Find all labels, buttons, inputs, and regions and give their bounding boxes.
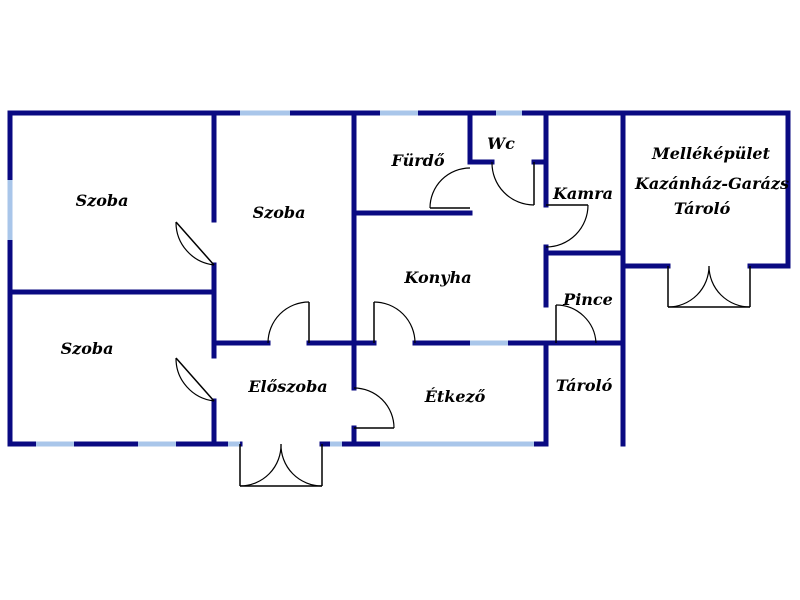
- room-labels: Szoba Szoba Szoba Fürdő Wc Kamra Konyha …: [61, 134, 789, 406]
- door-szoba1: [175, 221, 215, 266]
- door-konyha: [373, 301, 416, 344]
- doors: [175, 161, 751, 487]
- door-pince: [555, 304, 597, 344]
- label-kamra: Kamra: [552, 184, 613, 203]
- windows: [7, 110, 534, 447]
- label-eloszoba: Előszoba: [247, 377, 327, 396]
- label-mellekepulet: Melléképület: [651, 144, 771, 163]
- label-etkezo: Étkező: [424, 386, 486, 406]
- door-furdo: [429, 167, 471, 209]
- door-szoba2: [267, 301, 310, 344]
- door-kamra: [545, 204, 589, 248]
- label-szoba-3: Szoba: [61, 339, 114, 358]
- label-konyha: Konyha: [403, 268, 471, 287]
- label-furdo: Fürdő: [391, 151, 445, 170]
- label-pince: Pince: [562, 290, 613, 309]
- walls: [7, 110, 791, 447]
- door-szoba3: [175, 357, 215, 402]
- label-szoba-2: Szoba: [253, 203, 306, 222]
- door-eloszoba-etkezo: [353, 387, 395, 429]
- label-tarolo: Tároló: [556, 376, 613, 395]
- door-wc: [491, 161, 535, 206]
- label-mellek-tarolo: Tároló: [674, 199, 731, 218]
- door-annex: [667, 265, 751, 308]
- label-kazanhaz-garazs: Kazánház-Garázs: [634, 174, 789, 193]
- door-entrance: [239, 443, 323, 487]
- label-szoba-1: Szoba: [76, 191, 129, 210]
- label-wc: Wc: [487, 134, 515, 153]
